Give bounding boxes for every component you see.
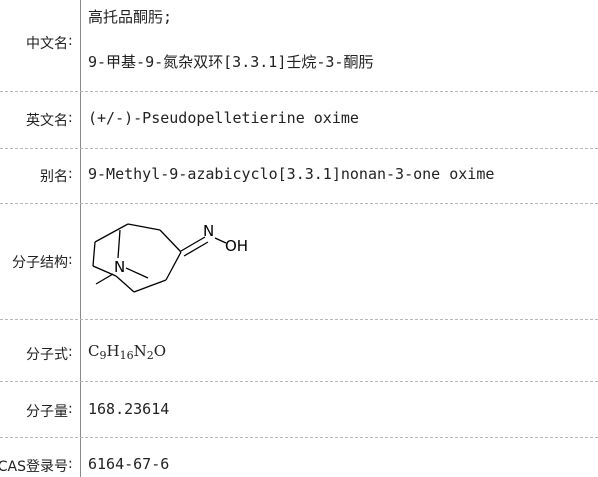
label-molecular-weight: 分子量 xyxy=(26,404,68,420)
formula-element: O xyxy=(153,342,167,360)
value-alias: 9-Methyl-9-azabicyclo[3.3.1]nonan-3-one … xyxy=(88,165,495,183)
row-separator xyxy=(0,91,598,92)
colon: : xyxy=(68,33,73,49)
row-separator xyxy=(0,319,598,320)
value-english-name: (+/-)-Pseudopelletierine oxime xyxy=(88,109,359,127)
value-chinese-name-line2: 9-甲基-9-氮杂双环[3.3.1]壬烷-3-酮肟 xyxy=(88,53,374,71)
formula-count: 9 xyxy=(99,349,107,362)
bond xyxy=(95,273,114,285)
bond xyxy=(133,279,167,293)
label-structure: 分子结构 xyxy=(12,255,68,271)
bond xyxy=(180,236,206,252)
label-chinese-name: 中文名 xyxy=(26,36,68,52)
molecule-structure-image: N N OH xyxy=(92,222,248,293)
colon: : xyxy=(68,252,73,268)
formula-count: 2 xyxy=(146,349,154,362)
row-separator xyxy=(0,203,598,204)
value-formula: C9H16N2O xyxy=(88,342,167,362)
bond xyxy=(125,267,149,279)
colon: : xyxy=(68,344,73,360)
label-alias: 别名 xyxy=(40,169,68,185)
value-cas-number: 6164-67-6 xyxy=(88,455,170,473)
value-chinese-name-line1: 高托品酮肟; xyxy=(88,8,173,26)
bond xyxy=(214,237,227,244)
formula-element: N xyxy=(133,342,147,360)
colon: : xyxy=(68,166,73,182)
atom-n-oxime: N xyxy=(203,222,214,240)
formula-element: H xyxy=(106,342,120,360)
label-english-name: 英文名 xyxy=(26,113,68,129)
row-separator xyxy=(0,437,598,438)
formula-element: C xyxy=(88,342,100,360)
bond xyxy=(165,251,182,281)
colon: : xyxy=(68,110,73,126)
bond xyxy=(115,275,135,293)
atom-oh: OH xyxy=(225,237,248,255)
colon: : xyxy=(68,456,73,472)
value-molecular-weight: 168.23614 xyxy=(88,400,170,418)
column-divider xyxy=(80,0,81,477)
bond xyxy=(94,223,129,243)
formula-count: 16 xyxy=(119,349,134,362)
bond xyxy=(183,241,209,257)
bond xyxy=(127,223,161,231)
bond xyxy=(159,229,182,253)
bond xyxy=(117,229,121,259)
colon: : xyxy=(68,401,73,417)
row-separator xyxy=(0,148,598,149)
label-cas-number: CAS登录号 xyxy=(0,459,68,475)
bond xyxy=(92,241,96,267)
row-separator xyxy=(0,381,598,382)
atom-n-bridge: N xyxy=(114,258,125,276)
label-formula: 分子式 xyxy=(26,347,68,363)
